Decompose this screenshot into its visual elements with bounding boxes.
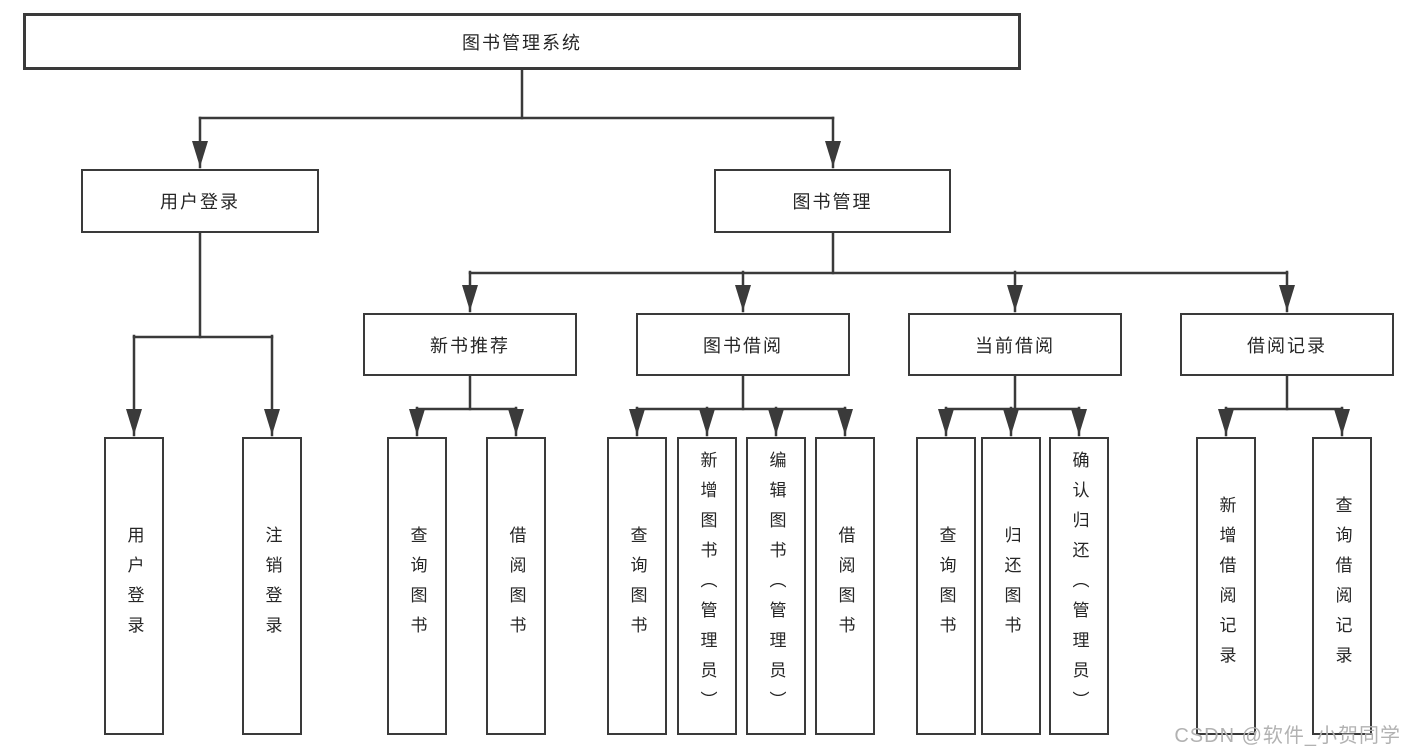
- leaf-borrow-edit-admin: 编辑图书（管理员）: [746, 437, 806, 735]
- leaf-newbook-borrow: 借阅图书: [486, 437, 546, 735]
- leaf-record-add: 新增借阅记录: [1196, 437, 1256, 735]
- node-borrow-record-label: 借阅记录: [1247, 335, 1327, 356]
- leaf-record-add-label: 新增借阅记录: [1216, 496, 1236, 676]
- leaf-user-login: 用户登录: [104, 437, 164, 735]
- node-current-borrow-label: 当前借阅: [975, 335, 1055, 356]
- node-new-book-recommend-label: 新书推荐: [430, 335, 510, 356]
- leaf-borrow-book: 借阅图书: [815, 437, 875, 735]
- leaf-user-login-label: 用户登录: [124, 526, 144, 646]
- leaf-borrow-add-admin: 新增图书（管理员）: [677, 437, 737, 735]
- leaf-current-query-label: 查询图书: [936, 526, 956, 646]
- node-borrow-record: 借阅记录: [1180, 313, 1394, 376]
- leaf-borrow-query: 查询图书: [607, 437, 667, 735]
- node-book-borrow-label: 图书借阅: [703, 335, 783, 356]
- leaf-newbook-borrow-label: 借阅图书: [506, 526, 526, 646]
- node-current-borrow: 当前借阅: [908, 313, 1122, 376]
- leaf-current-return-label: 归还图书: [1001, 526, 1021, 646]
- node-user-login-label: 用户登录: [160, 192, 240, 212]
- node-system-root: 图书管理系统: [23, 13, 1021, 70]
- leaf-current-return: 归还图书: [981, 437, 1041, 735]
- node-book-management: 图书管理: [714, 169, 951, 233]
- leaf-record-query: 查询借阅记录: [1312, 437, 1372, 735]
- leaf-logout: 注销登录: [242, 437, 302, 735]
- leaf-record-query-label: 查询借阅记录: [1332, 496, 1352, 676]
- leaf-borrow-add-admin-label: 新增图书（管理员）: [697, 451, 717, 721]
- leaf-current-confirm-admin-label: 确认归还（管理员）: [1069, 451, 1089, 721]
- leaf-borrow-edit-admin-label: 编辑图书（管理员）: [766, 451, 786, 721]
- leaf-current-query: 查询图书: [916, 437, 976, 735]
- leaf-logout-label: 注销登录: [262, 526, 282, 646]
- leaf-current-confirm-admin: 确认归还（管理员）: [1049, 437, 1109, 735]
- node-system-root-label: 图书管理系统: [462, 32, 582, 53]
- node-book-borrow: 图书借阅: [636, 313, 850, 376]
- node-book-management-label: 图书管理: [792, 192, 873, 212]
- leaf-newbook-query-label: 查询图书: [407, 526, 427, 646]
- node-user-login: 用户登录: [81, 169, 319, 233]
- node-new-book-recommend: 新书推荐: [363, 313, 577, 376]
- csdn-watermark: CSDN @软件_小贺同学: [1174, 725, 1401, 747]
- leaf-newbook-query: 查询图书: [387, 437, 447, 735]
- leaf-borrow-book-label: 借阅图书: [835, 526, 855, 646]
- leaf-borrow-query-label: 查询图书: [627, 526, 647, 646]
